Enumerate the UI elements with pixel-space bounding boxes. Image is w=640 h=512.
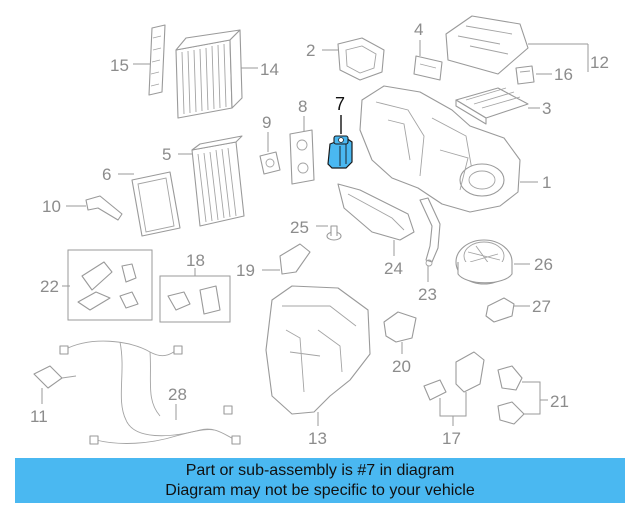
part-10-sensor bbox=[85, 195, 123, 221]
callout-12: 12 bbox=[590, 53, 609, 72]
callout-14: 14 bbox=[260, 60, 279, 79]
part-23-drain-hose bbox=[419, 197, 441, 267]
callout-11: 11 bbox=[30, 407, 48, 426]
callout-24: 24 bbox=[384, 259, 403, 278]
part-27-resistor bbox=[485, 297, 515, 323]
leader-17 bbox=[439, 392, 467, 426]
callout-21: 21 bbox=[550, 392, 569, 411]
callout-28: 28 bbox=[168, 385, 187, 404]
callout-23: 23 bbox=[418, 285, 437, 304]
part-7-expansion-valve bbox=[327, 135, 353, 169]
part-13-lower-case bbox=[265, 285, 371, 415]
part-11-sensor bbox=[33, 365, 77, 389]
callout-10: 10 bbox=[42, 197, 61, 216]
part-25-screw bbox=[326, 225, 342, 241]
callout-8: 8 bbox=[298, 97, 307, 116]
callout-1: 1 bbox=[542, 173, 551, 192]
part-3-filter bbox=[455, 87, 529, 125]
part-22-group bbox=[67, 249, 153, 321]
part-18-group bbox=[159, 275, 231, 323]
part-20-bracket bbox=[383, 311, 417, 343]
callout-20: 20 bbox=[392, 357, 411, 376]
callout-16: 16 bbox=[554, 65, 573, 84]
part-5-evaporator bbox=[191, 135, 245, 227]
part-26-blower bbox=[455, 239, 513, 285]
callout-7: 7 bbox=[335, 94, 345, 114]
part-28-wiring-harness bbox=[59, 340, 241, 445]
part-17-actuators bbox=[423, 351, 485, 401]
part-16-clip bbox=[515, 65, 535, 85]
leader-21 bbox=[522, 381, 548, 415]
callout-9: 9 bbox=[262, 113, 271, 132]
part-2-gasket bbox=[337, 37, 385, 81]
part-24-duct bbox=[337, 183, 415, 241]
part-1-hvac-housing bbox=[359, 85, 521, 213]
banner-line-1: Part or sub-assembly is #7 in diagram bbox=[185, 461, 455, 479]
callout-4: 4 bbox=[414, 20, 423, 39]
callout-6: 6 bbox=[102, 165, 111, 184]
callout-26: 26 bbox=[534, 255, 553, 274]
callout-13: 13 bbox=[308, 429, 327, 448]
part-6-seal-frame bbox=[131, 171, 181, 237]
callout-2: 2 bbox=[306, 41, 315, 60]
info-banner: Part or sub-assembly is #7 in diagram Di… bbox=[15, 458, 625, 503]
part-9-small-gasket bbox=[259, 151, 281, 175]
callout-19: 19 bbox=[236, 261, 255, 280]
callout-18: 18 bbox=[186, 251, 205, 270]
callout-17: 17 bbox=[442, 429, 461, 448]
callout-15: 15 bbox=[110, 56, 129, 75]
part-14-heater-core bbox=[175, 29, 243, 119]
callout-25: 25 bbox=[290, 218, 309, 237]
callout-3: 3 bbox=[542, 99, 551, 118]
callout-22: 22 bbox=[40, 277, 59, 296]
banner-line-2: Diagram may not be specific to your vehi… bbox=[165, 481, 475, 499]
part-21-sensors bbox=[497, 365, 525, 425]
callout-5: 5 bbox=[162, 145, 171, 164]
part-12-upper-cover bbox=[445, 15, 529, 75]
part-4-seal bbox=[413, 55, 443, 81]
part-15-bracket bbox=[148, 24, 166, 96]
callout-27: 27 bbox=[532, 297, 551, 316]
part-8-gasket-plate bbox=[289, 129, 315, 185]
part-19-connector bbox=[279, 243, 311, 275]
